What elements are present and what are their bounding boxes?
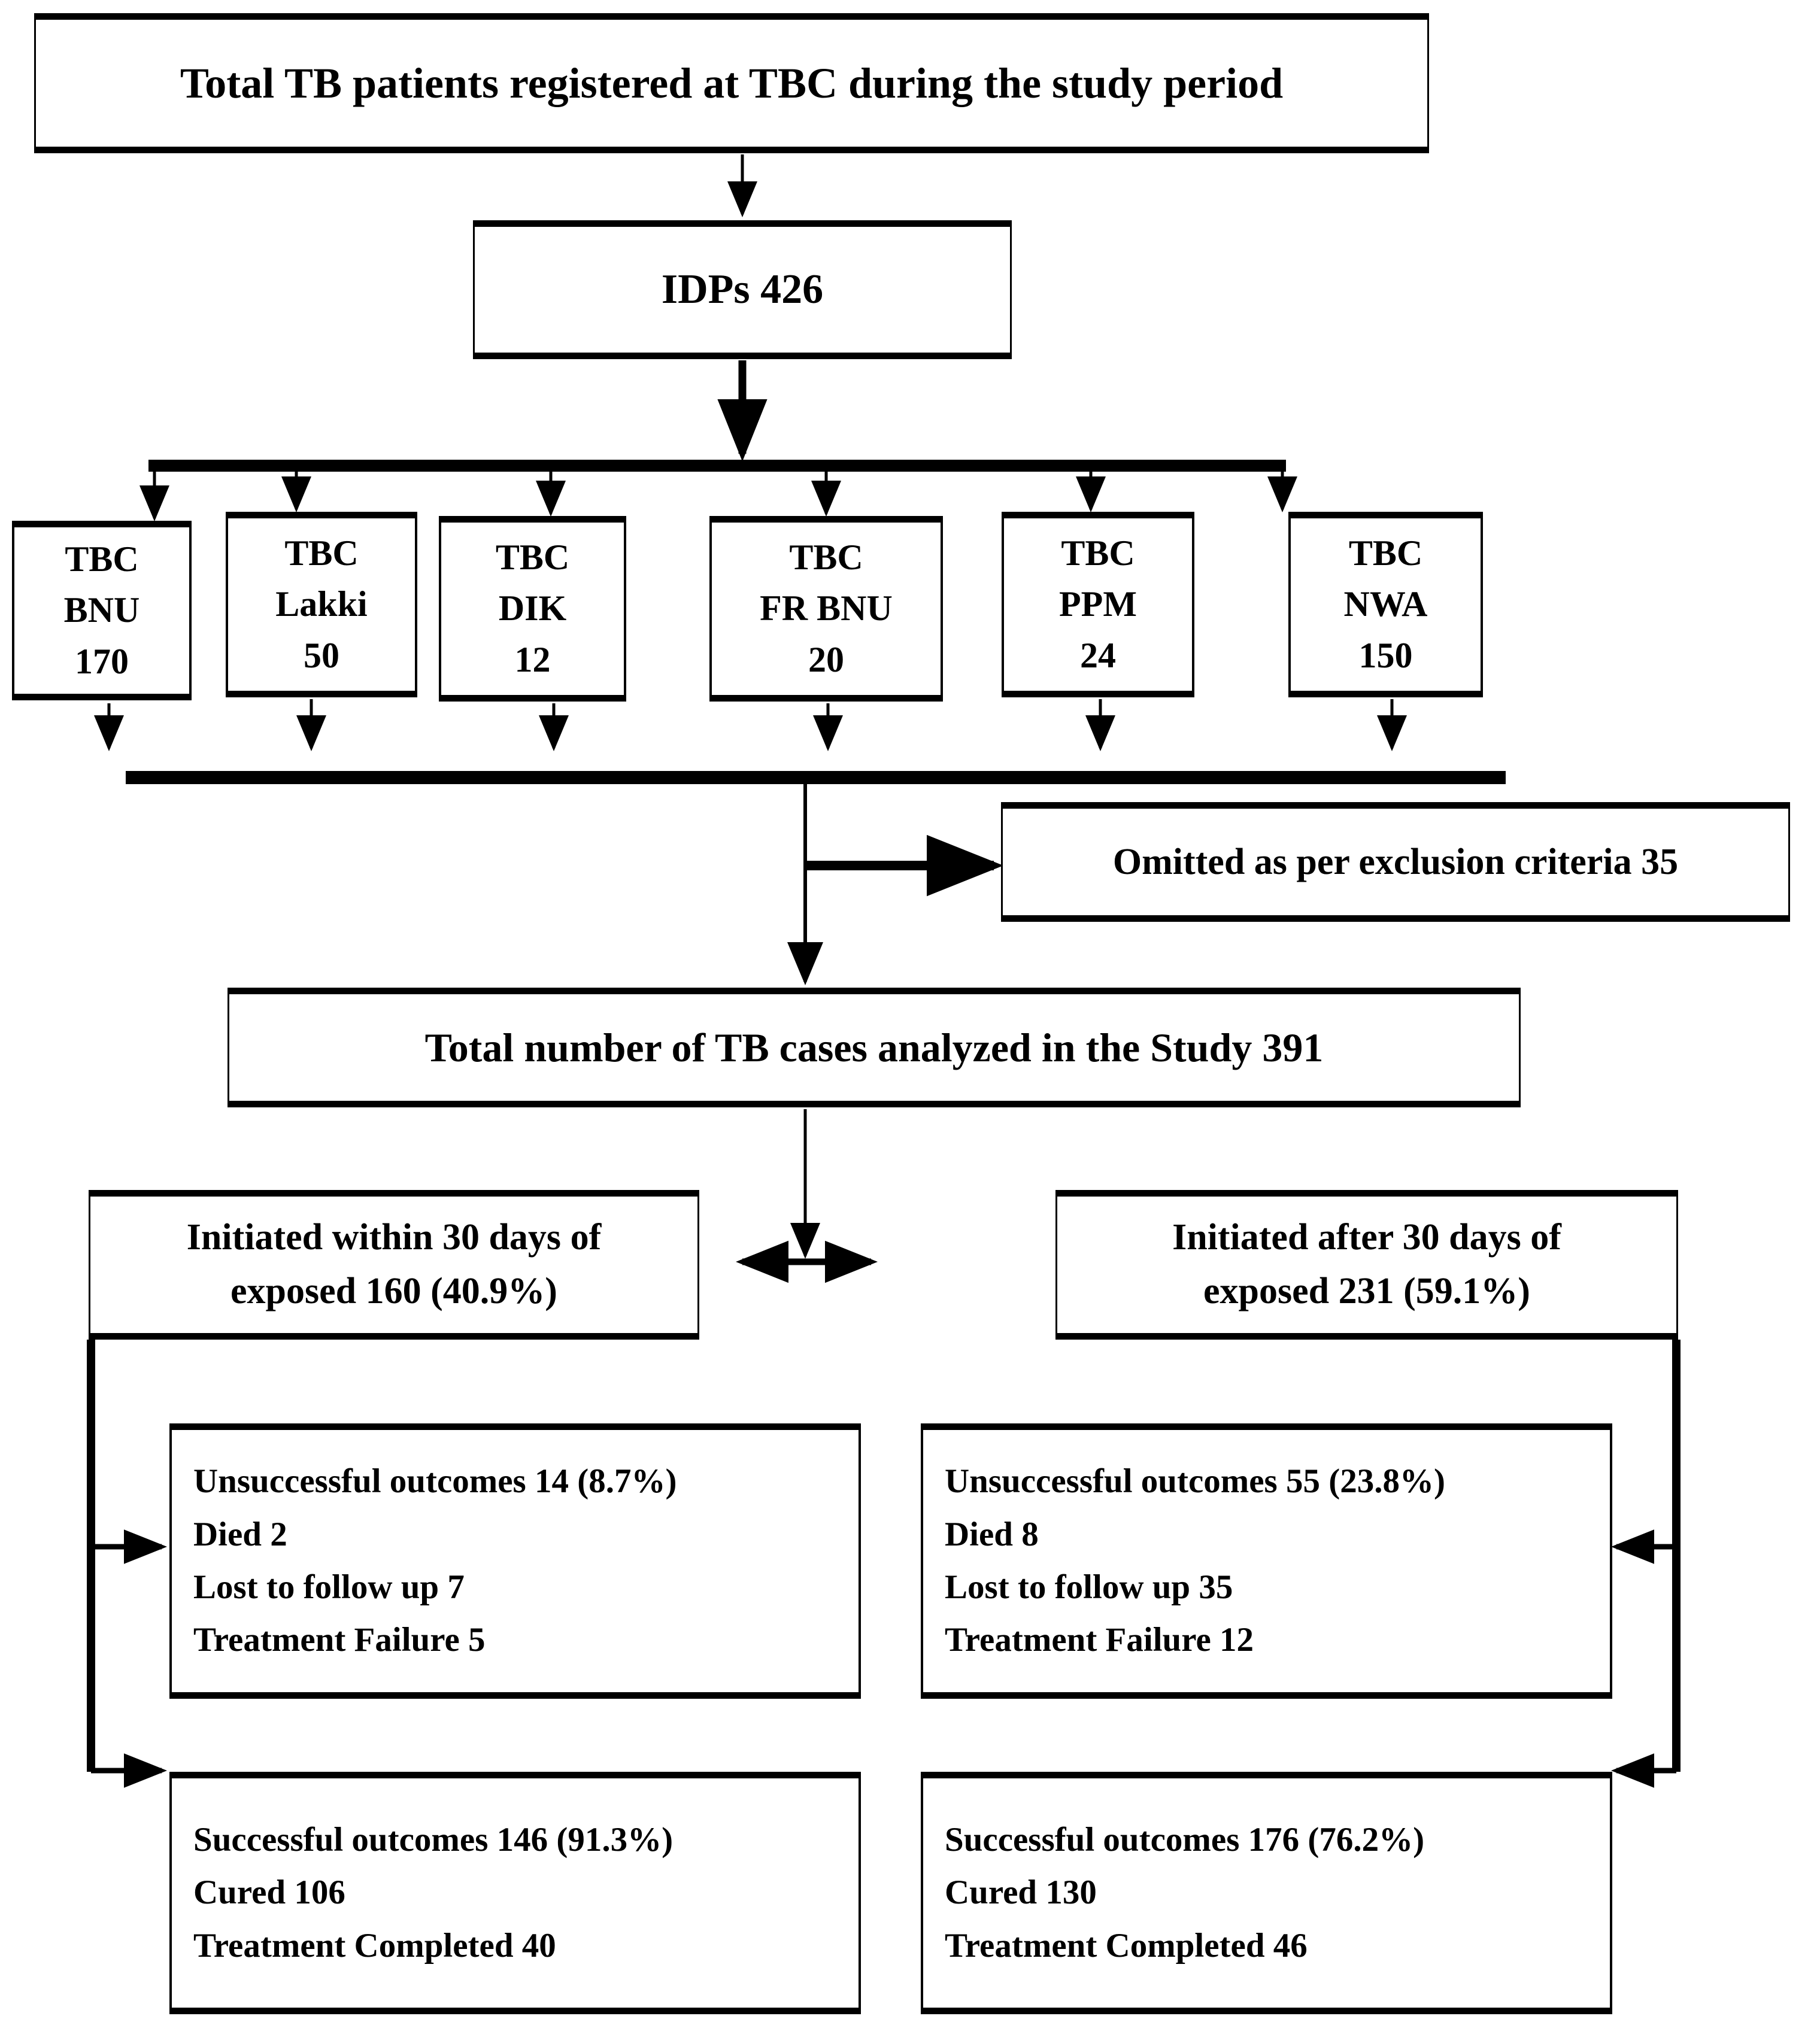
centre-name: TBC [284,533,359,573]
centre-count: 24 [1080,635,1116,675]
node-unsuccessful-after-30: Unsuccessful outcomes 55 (23.8%) Died 8 … [921,1423,1612,1699]
centre-name: TBC [1348,533,1423,573]
node-idps-label: IDPs 426 [661,266,824,312]
unsuccessful-died: Died 8 [945,1515,1039,1553]
successful-cured: Cured 106 [193,1874,345,1912]
unsuccessful-lost: Lost to follow up 35 [945,1568,1233,1606]
node-total-registered: Total TB patients registered at TBC duri… [34,13,1429,153]
successful-completed: Treatment Completed 46 [945,1926,1308,1965]
centre-site: Lakki [275,584,368,624]
centre-site: BNU [63,590,140,630]
edges-right-arm [1611,1340,1681,1788]
node-omitted-label: Omitted as per exclusion criteria 35 [1112,841,1679,882]
unsuccessful-died: Died 2 [193,1515,287,1553]
successful-cured: Cured 130 [945,1874,1097,1912]
centre-site: DIK [498,588,567,629]
node-successful-within-30: Successful outcomes 146 (91.3%) Cured 10… [169,1772,861,2014]
distribution-bar-top [148,460,1286,472]
centre-count: 170 [75,641,129,681]
node-centre-dik: TBC DIK 12 [439,516,626,702]
node-centre-ppm: TBC PPM 24 [1002,512,1194,697]
centre-name: TBC [65,539,139,579]
node-omitted-exclusion: Omitted as per exclusion criteria 35 [1001,802,1790,922]
node-centre-bnu: TBC BNU 170 [12,521,192,700]
centre-count: 50 [304,635,339,675]
within-30-line-2: exposed 160 (40.9%) [230,1271,557,1311]
unsuccessful-failure: Treatment Failure 5 [193,1621,486,1659]
unsuccessful-lost: Lost to follow up 7 [193,1568,465,1606]
centre-site: NWA [1343,584,1428,624]
successful-completed: Treatment Completed 40 [193,1926,556,1965]
unsuccessful-headline: Unsuccessful outcomes 55 (23.8%) [945,1462,1445,1501]
collection-bar-bottom [126,771,1506,784]
within-30-line-1: Initiated within 30 days of [186,1217,602,1258]
node-initiated-after-30-days: Initiated after 30 days of exposed 231 (… [1055,1190,1678,1340]
centre-count: 150 [1358,635,1413,675]
node-total-analyzed: Total number of TB cases analyzed in the… [228,988,1521,1107]
unsuccessful-headline: Unsuccessful outcomes 14 (8.7%) [193,1462,677,1501]
node-successful-after-30: Successful outcomes 176 (76.2%) Cured 13… [921,1772,1612,2014]
centre-site: FR BNU [760,588,893,629]
centre-name: TBC [495,538,570,578]
centre-name: TBC [789,538,863,578]
edges-left-arm [87,1340,167,1788]
after-30-line-2: exposed 231 (59.1%) [1203,1271,1530,1311]
node-total-analyzed-label: Total number of TB cases analyzed in the… [424,1024,1324,1070]
edge-analyzed-to-split [736,1109,878,1283]
node-unsuccessful-within-30: Unsuccessful outcomes 14 (8.7%) Died 2 L… [169,1423,861,1699]
centre-count: 20 [808,639,844,679]
node-centre-nwa: TBC NWA 150 [1288,512,1483,697]
node-idps: IDPs 426 [473,220,1012,359]
node-initiated-within-30-days: Initiated within 30 days of exposed 160 … [89,1190,699,1340]
centre-count: 12 [514,639,551,679]
successful-headline: Successful outcomes 146 (91.3%) [193,1820,674,1859]
successful-headline: Successful outcomes 176 (76.2%) [945,1820,1425,1859]
node-centre-lakki: TBC Lakki 50 [226,512,417,697]
unsuccessful-failure: Treatment Failure 12 [945,1621,1254,1659]
edges-centres-to-collection-bar [94,699,1407,751]
node-centre-fr-bnu: TBC FR BNU 20 [709,516,943,702]
node-total-registered-label: Total TB patients registered at TBC duri… [180,59,1284,107]
centre-site: PPM [1059,584,1137,624]
centre-name: TBC [1061,533,1135,573]
after-30-line-1: Initiated after 30 days of [1172,1217,1561,1258]
